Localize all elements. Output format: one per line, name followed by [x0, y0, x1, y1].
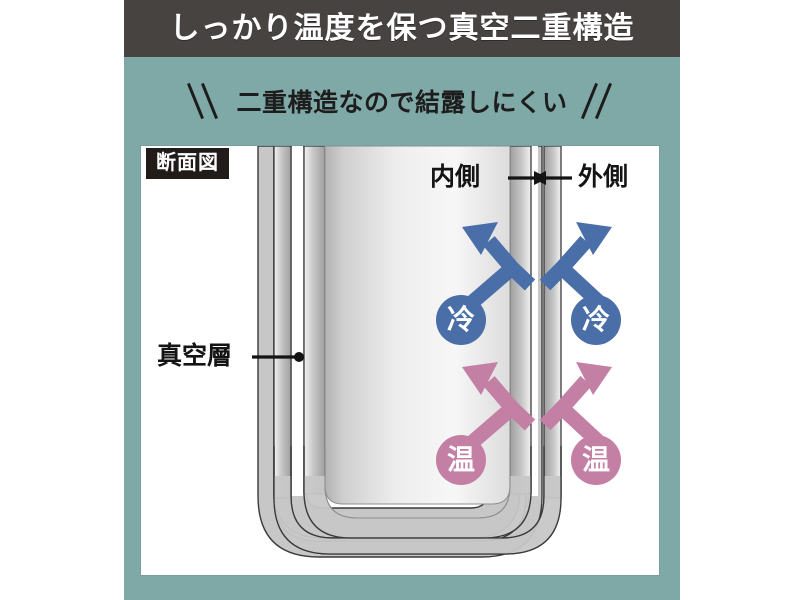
vacuum-layer-label: 真空層 [157, 342, 233, 370]
subtitle-row: 二重構造なので結露しにくい [124, 76, 680, 126]
inner-wall-bottom-fill [304, 476, 531, 538]
right-outer-wall-column [543, 146, 562, 499]
cold-badge-outer: 冷 [571, 295, 621, 345]
cold-badge-inner: 冷 [436, 295, 486, 345]
header-bar: しっかり温度を保つ真空二重構造 [124, 0, 680, 57]
page-title: しっかり温度を保つ真空二重構造 [169, 11, 635, 45]
right-inner-wall-column [509, 146, 532, 495]
left-slash-marks-icon [187, 80, 222, 122]
vacuum-gap-right [527, 146, 538, 496]
outer-side-label: 外側 [578, 163, 629, 191]
warm-badge-outer: 温 [571, 435, 621, 485]
left-inner-wall-column [303, 146, 326, 495]
warm-badge-inner: 温 [436, 435, 486, 485]
left-outer-wall-column [273, 146, 292, 499]
right-slash-marks-icon [580, 80, 616, 122]
subtitle-text: 二重構造なので結露しにくい [236, 89, 568, 117]
vacuum-gap-left [292, 146, 303, 496]
inner-side-label: 内側 [430, 163, 481, 191]
section-view-tag: 断面図 [146, 148, 229, 179]
